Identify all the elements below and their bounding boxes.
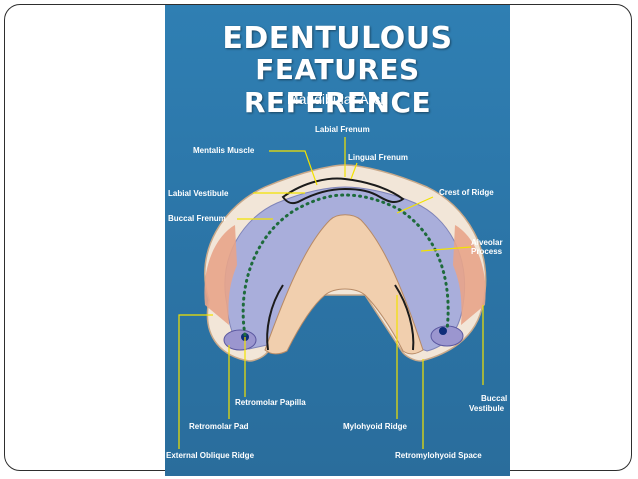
label-mentalis-muscle: Mentalis Muscle xyxy=(193,146,255,155)
label-alveolar-line2: Process xyxy=(471,247,503,256)
label-external-oblique-ridge: External Oblique Ridge xyxy=(166,451,255,460)
mylohyoid-line-left xyxy=(266,284,284,351)
label-buccal-vestibule-line1: Buccal xyxy=(481,394,508,403)
label-labial-frenum: Labial Frenum xyxy=(315,125,370,134)
mylohyoid-line-right xyxy=(394,284,415,351)
crest-of-ridge-dots xyxy=(241,193,450,337)
label-lingual-frenum: Lingual Frenum xyxy=(348,153,408,162)
label-retromylohyoid-space: Retromylohyoid Space xyxy=(395,451,482,460)
label-buccal-frenum: Buccal Frenum xyxy=(168,214,226,223)
leader-mentalis xyxy=(269,150,318,186)
poster-title-line1: EDENTULOUS xyxy=(222,21,453,56)
retromolar-pad-right xyxy=(430,325,464,347)
reference-poster: EDENTULOUS FEATURES REFERENCE Mandibular… xyxy=(165,5,510,476)
leader-crest xyxy=(396,196,434,214)
poster-title-line2: FEATURES REFERENCE xyxy=(243,53,432,119)
labial-frenum-outline xyxy=(281,177,405,205)
tongue-space xyxy=(264,214,424,355)
buccal-pink-left xyxy=(204,225,237,325)
label-retromolar-papilla: Retromolar Papilla xyxy=(235,398,306,407)
retromolar-papilla-right xyxy=(439,327,447,335)
poster-subtitle: Mandibular Arch xyxy=(286,91,389,107)
buccal-pink-right xyxy=(453,225,486,325)
leader-alveolar xyxy=(420,246,472,252)
mandibular-arch-illustration xyxy=(178,137,487,449)
label-mylohyoid-ridge: Mylohyoid Ridge xyxy=(343,422,407,431)
label-buccal-vestibule-line2: Vestibule xyxy=(469,404,505,413)
leader-lingual xyxy=(350,162,358,180)
leader-external-oblique xyxy=(178,314,213,449)
leader-lines xyxy=(178,137,484,449)
label-retromolar-pad: Retromolar Pad xyxy=(189,422,249,431)
label-labial-vestibule: Labial Vestibule xyxy=(168,189,229,198)
label-alveolar-line1: Alveolar xyxy=(471,238,503,247)
label-crest-of-ridge: Crest of Ridge xyxy=(439,188,494,197)
